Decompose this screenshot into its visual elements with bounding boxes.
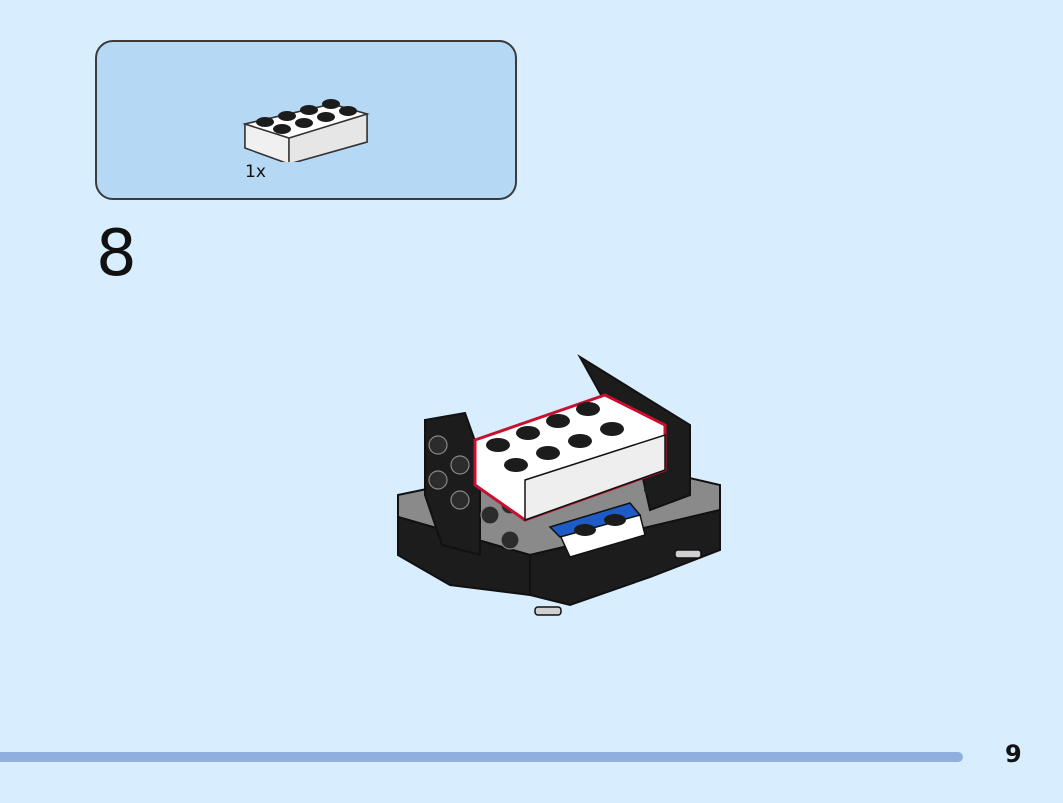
white-2x4-brick-icon [237, 62, 387, 166]
progress-bar [0, 752, 963, 762]
page-number: 9 [1005, 740, 1022, 768]
assembled-model-icon [390, 345, 730, 649]
parts-callout: 1x [95, 40, 517, 200]
part-quantity: 1x [245, 162, 266, 182]
step-number: 8 [96, 217, 137, 291]
